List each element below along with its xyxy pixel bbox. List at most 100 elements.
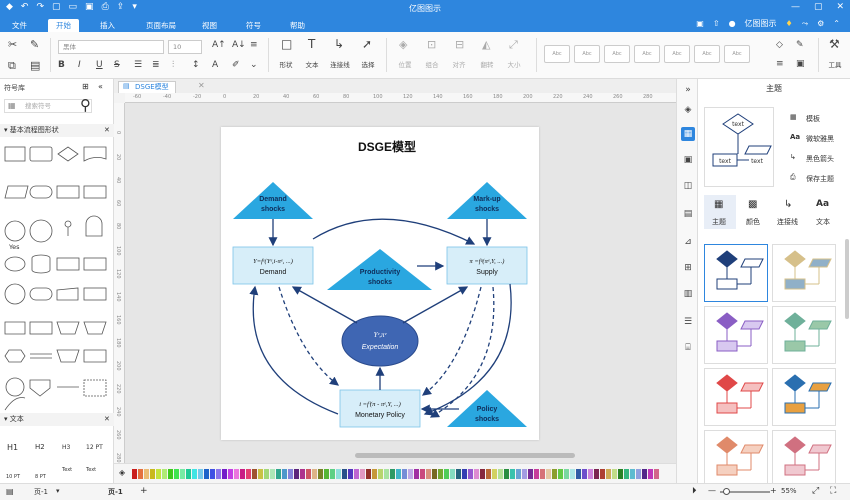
font-icon[interactable]: Aa	[790, 133, 801, 141]
text-10pt[interactable]: 10 PT	[6, 474, 21, 480]
diagram-page[interactable]: DSGE模型 Demand shocks Mark-up shocks Prod…	[221, 127, 539, 440]
data-panel-icon[interactable]: ▥	[683, 289, 693, 299]
tab-help[interactable]: 帮助	[290, 21, 305, 30]
undo-icon[interactable]: ↶	[20, 2, 29, 12]
theme-thumbnail[interactable]	[704, 430, 768, 488]
connector-tool-label[interactable]: 连接线	[330, 61, 350, 69]
group-icon[interactable]: ⊡	[427, 38, 437, 51]
redo-icon[interactable]: ↷	[36, 2, 45, 12]
italic-icon[interactable]: I	[78, 60, 81, 70]
theme-preview[interactable]: text text text	[704, 107, 774, 187]
position-icon[interactable]: ◈	[399, 38, 408, 51]
tab-home[interactable]: 开始	[48, 19, 79, 32]
text-h3[interactable]: H3	[62, 444, 71, 451]
select-tool-label[interactable]: 选择	[361, 61, 375, 69]
flip-label[interactable]: 翻转	[480, 61, 494, 69]
layers-panel-icon[interactable]: ◫	[683, 181, 693, 191]
document-tab[interactable]: DSGE模型	[118, 81, 176, 93]
page-selector[interactable]: 页-1	[34, 488, 48, 496]
theme-thumbnail[interactable]	[704, 368, 768, 426]
page-tab[interactable]: 页-1	[108, 488, 123, 496]
theme-panel-icon[interactable]: ▦	[681, 127, 695, 141]
font-shrink-icon[interactable]: A↓	[232, 40, 246, 50]
style-swatch[interactable]: Abc	[664, 45, 690, 63]
page-view-icon[interactable]: ▤	[6, 487, 14, 496]
connector-tool-icon[interactable]: ↳	[334, 37, 345, 51]
chart-panel-icon[interactable]: ⊿	[684, 237, 692, 247]
font-size-select[interactable]: 10	[168, 40, 202, 54]
fill-bucket-icon[interactable]: ◈	[119, 468, 126, 477]
text-h2[interactable]: H2	[35, 443, 45, 451]
line-color-icon[interactable]: ✎	[796, 40, 804, 50]
play-icon[interactable]: ⏵	[692, 486, 697, 496]
cut-icon[interactable]: ✂	[8, 38, 18, 51]
tools-label[interactable]: 工具	[828, 61, 842, 69]
fill-panel-icon[interactable]: ◈	[684, 105, 692, 115]
template-option[interactable]: 模板	[806, 115, 820, 123]
bold-icon[interactable]: B	[58, 60, 65, 70]
tab-theme[interactable]	[704, 195, 736, 229]
close-section-icon[interactable]: ✕	[104, 126, 110, 134]
font-family-select[interactable]: 黑体	[58, 40, 164, 54]
select-tool-icon[interactable]: ➚	[362, 37, 373, 51]
add-page-button[interactable]: +	[140, 486, 148, 496]
color-tab-icon[interactable]: ▩	[748, 199, 758, 210]
new-file-icon[interactable]: ▢	[52, 2, 61, 12]
library-add-icon[interactable]: ⊞	[82, 82, 89, 91]
style-swatch[interactable]: Abc	[604, 45, 630, 63]
user-avatar[interactable]: ●	[728, 19, 736, 28]
text-block[interactable]: Text	[62, 467, 73, 473]
share-link-icon[interactable]: ⤳	[801, 18, 809, 28]
shadow-icon[interactable]: ▣	[796, 59, 805, 69]
position-label[interactable]: 位置	[398, 61, 412, 69]
font-grow-icon[interactable]: A↑	[212, 40, 226, 50]
template-icon[interactable]: ▦	[790, 113, 797, 121]
zoom-in-icon[interactable]: +	[770, 486, 777, 495]
strikethrough-icon[interactable]: S	[114, 60, 120, 70]
horizontal-scrollbar[interactable]	[355, 453, 575, 458]
align-objects-label[interactable]: 对齐	[452, 61, 466, 69]
arrow-option[interactable]: 黑色箭头	[806, 155, 834, 163]
image-panel-icon[interactable]: ▣	[683, 155, 693, 165]
copy-icon[interactable]: ⧉	[8, 59, 16, 72]
tab-insert[interactable]: 插入	[100, 21, 115, 30]
theme-thumbnail[interactable]	[772, 368, 836, 426]
panel-scrollbar[interactable]	[845, 239, 849, 319]
search-input[interactable]: 搜索符号	[4, 99, 92, 113]
connector-tab-label[interactable]: 连接线	[777, 218, 798, 226]
font-color-icon[interactable]: A	[212, 60, 219, 70]
fit-page-icon[interactable]: ⤢	[812, 486, 820, 496]
line-spacing-icon[interactable]: ↕	[192, 60, 200, 70]
tab-close-icon[interactable]: ✕	[198, 81, 205, 90]
format-painter-icon[interactable]: ✎	[30, 38, 40, 51]
theme-thumbnail[interactable]	[772, 306, 836, 364]
close-icon[interactable]: ✕	[836, 2, 844, 12]
zoom-level[interactable]: 55%	[781, 487, 797, 495]
text-tool-icon[interactable]: T	[308, 37, 316, 51]
tools-icon[interactable]: ⚒	[829, 37, 840, 51]
customize-icon[interactable]: ▾	[132, 2, 137, 12]
minimize-icon[interactable]: —	[790, 2, 800, 12]
share-icon[interactable]: ⇧	[712, 19, 720, 28]
size-icon[interactable]: ⤢	[509, 38, 518, 51]
export-icon[interactable]: ⇪	[116, 2, 125, 12]
collapse-panel-icon[interactable]: «	[98, 82, 103, 91]
style-swatch[interactable]: Abc	[574, 45, 600, 63]
app-window-icon[interactable]: ▣	[696, 19, 704, 28]
theme-thumbnail[interactable]	[704, 306, 768, 364]
tab-page-layout[interactable]: 页面布局	[146, 21, 176, 30]
text-h1[interactable]: H1	[7, 443, 19, 452]
style-swatch[interactable]: Abc	[544, 45, 570, 63]
text-tab-label[interactable]: 文本	[816, 218, 830, 226]
style-swatch[interactable]: Abc	[634, 45, 660, 63]
shape-tool-label[interactable]: 形状	[279, 61, 293, 69]
highlight-icon[interactable]: ✐	[232, 60, 240, 70]
outline-panel-icon[interactable]: ⌸	[685, 343, 691, 353]
underline-icon[interactable]: U	[96, 60, 103, 70]
settings-icon[interactable]: ⚙	[817, 19, 825, 28]
fill-icon[interactable]: ◇	[776, 40, 783, 50]
drawing-canvas[interactable]: DSGE模型 Demand shocks Mark-up shocks Prod…	[125, 103, 676, 463]
section-text[interactable]: ▾ 文本	[0, 413, 114, 426]
close-section-icon[interactable]: ✕	[104, 415, 110, 423]
save-icon[interactable]: ▣	[85, 2, 94, 12]
